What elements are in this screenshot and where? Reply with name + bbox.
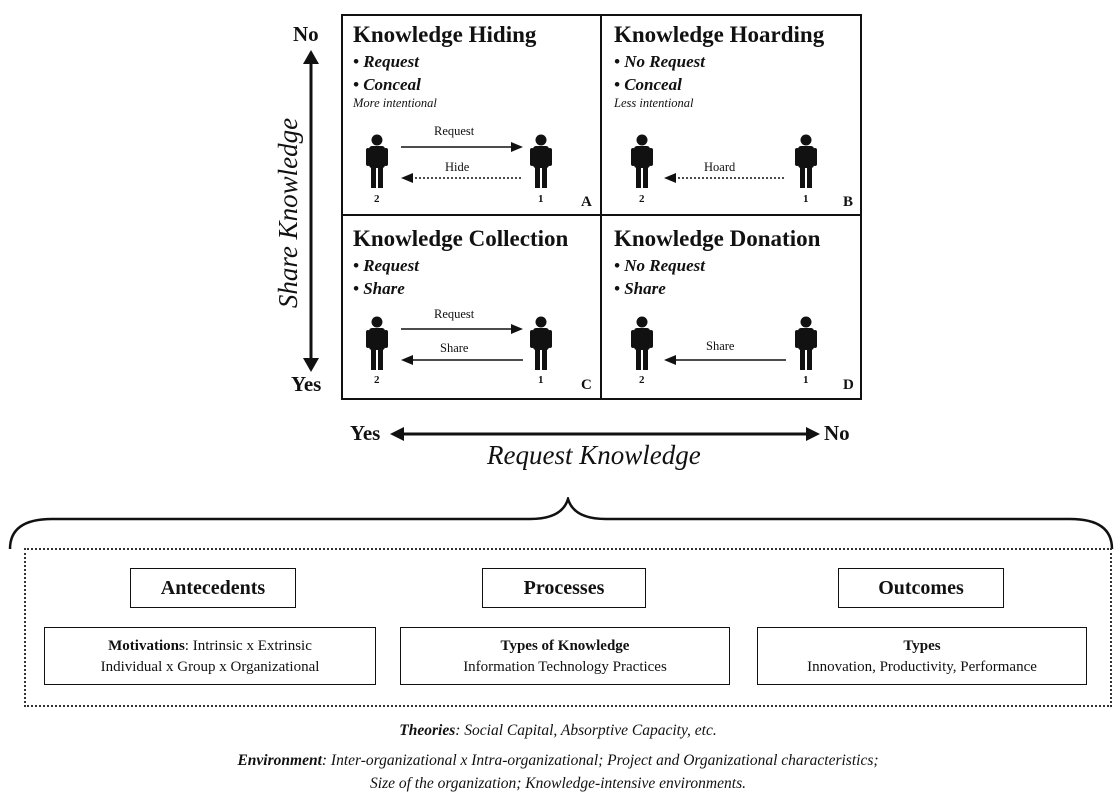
arrow-label: Request <box>434 124 475 138</box>
antecedents-header: Antecedents <box>130 568 296 608</box>
request-axis-arrow <box>390 427 820 441</box>
environment-note: Environment: Inter-organizational x Intr… <box>0 752 1116 770</box>
person-icon <box>530 316 552 370</box>
quadrant-bullet: • No Request <box>614 52 705 71</box>
person-number: 1 <box>538 374 544 386</box>
quadrant-note: Less intentional <box>614 96 694 110</box>
person-number: 1 <box>538 193 544 205</box>
motivations-value: : Intrinsic x Extrinsic <box>184 638 312 654</box>
motivations-label: Motivations <box>108 638 185 654</box>
person-icon <box>795 316 817 370</box>
theories-note: Theories: Social Capital, Absorptive Cap… <box>0 722 1116 740</box>
share-knowledge-axis-title: Share Knowledge <box>273 117 303 309</box>
curly-brace <box>8 497 1114 550</box>
quadrant-title: Knowledge Donation <box>614 226 821 251</box>
quadrant-bullet: • Request <box>353 52 419 71</box>
hide-arrow <box>401 173 523 183</box>
quadrant-title: Knowledge Collection <box>353 226 569 251</box>
quadrant-b: Knowledge Hoarding • No Request • Concea… <box>602 16 860 214</box>
outcomes-detail-box: Types Innovation, Productivity, Performa… <box>757 627 1087 685</box>
request-axis-yes-label: Yes <box>350 421 381 445</box>
quadrant-bullet: • No Request <box>614 256 705 275</box>
environment-note-line-2: Size of the organization; Knowledge-inte… <box>370 775 746 792</box>
request-arrow <box>401 142 523 152</box>
quadrant-bullet: • Conceal <box>614 75 682 94</box>
processes-header: Processes <box>482 568 646 608</box>
arrow-label: Request <box>434 307 475 321</box>
quadrant-letter: C <box>581 377 592 393</box>
quadrant-a: Knowledge Hiding • Request • Conceal Mor… <box>343 16 600 214</box>
person-number: 1 <box>803 193 809 205</box>
request-knowledge-axis-title: Request Knowledge <box>487 440 701 470</box>
antecedents-detail-box: Motivations: Intrinsic x Extrinsic Indiv… <box>44 627 376 685</box>
arrow-label: Share <box>706 339 735 353</box>
quadrant-letter: B <box>843 194 854 210</box>
hoard-arrow <box>664 173 786 183</box>
person-icon <box>795 134 817 188</box>
theories-label: Theories <box>399 722 456 739</box>
share-arrow <box>401 355 523 365</box>
share-axis-yes-label: Yes <box>291 372 322 396</box>
person-number: 2 <box>639 193 645 205</box>
quadrant-letter: D <box>843 377 854 393</box>
quadrant-bullet: • Conceal <box>353 75 421 94</box>
antecedents-line-1: Motivations: Intrinsic x Extrinsic <box>45 636 375 657</box>
quadrant-letter: A <box>581 194 592 210</box>
person-icon <box>366 316 388 370</box>
processes-detail-box: Types of Knowledge Information Technolog… <box>400 627 730 685</box>
request-arrow <box>401 324 523 334</box>
person-number: 2 <box>374 374 380 386</box>
outcomes-line-1: Types <box>758 636 1086 657</box>
arrow-label: Hide <box>445 160 470 174</box>
quadrant-title: Knowledge Hiding <box>353 22 537 47</box>
quadrant-bullet: • Request <box>353 256 419 275</box>
person-icon <box>631 316 653 370</box>
types-label: Types <box>903 638 941 654</box>
arrow-label: Share <box>440 341 469 355</box>
matrix-horizontal-divider <box>341 214 862 216</box>
quadrant-d: Knowledge Donation • No Request • Share … <box>602 216 860 398</box>
matrix-vertical-divider <box>600 14 602 400</box>
share-axis-arrow <box>303 50 319 372</box>
arrow-label: Hoard <box>704 160 736 174</box>
person-icon <box>366 134 388 188</box>
processes-line-1: Types of Knowledge <box>401 636 729 657</box>
person-number: 1 <box>803 374 809 386</box>
quadrant-c: Knowledge Collection • Request • Share 2… <box>343 216 600 398</box>
person-number: 2 <box>639 374 645 386</box>
antecedents-line-2: Individual x Group x Organizational <box>100 659 320 675</box>
person-icon <box>530 134 552 188</box>
share-arrow <box>664 355 786 365</box>
share-axis-no-label: No <box>293 22 319 46</box>
person-icon <box>631 134 653 188</box>
outcomes-header: Outcomes <box>838 568 1004 608</box>
quadrant-bullet: • Share <box>353 279 405 298</box>
quadrant-bullet: • Share <box>614 279 666 298</box>
environment-label: Environment <box>237 752 322 769</box>
environment-text: : Inter-organizational x Intra-organizat… <box>321 752 879 769</box>
request-axis-no-label: No <box>824 421 850 445</box>
theories-text: : Social Capital, Absorptive Capacity, e… <box>455 722 717 739</box>
quadrant-title: Knowledge Hoarding <box>614 22 825 47</box>
framework-box <box>24 548 1112 707</box>
quadrant-note: More intentional <box>353 96 437 110</box>
person-number: 2 <box>374 193 380 205</box>
processes-line-2: Information Technology Practices <box>463 659 667 675</box>
types-of-knowledge-label: Types of Knowledge <box>500 638 630 654</box>
outcomes-line-2: Innovation, Productivity, Performance <box>807 659 1037 675</box>
